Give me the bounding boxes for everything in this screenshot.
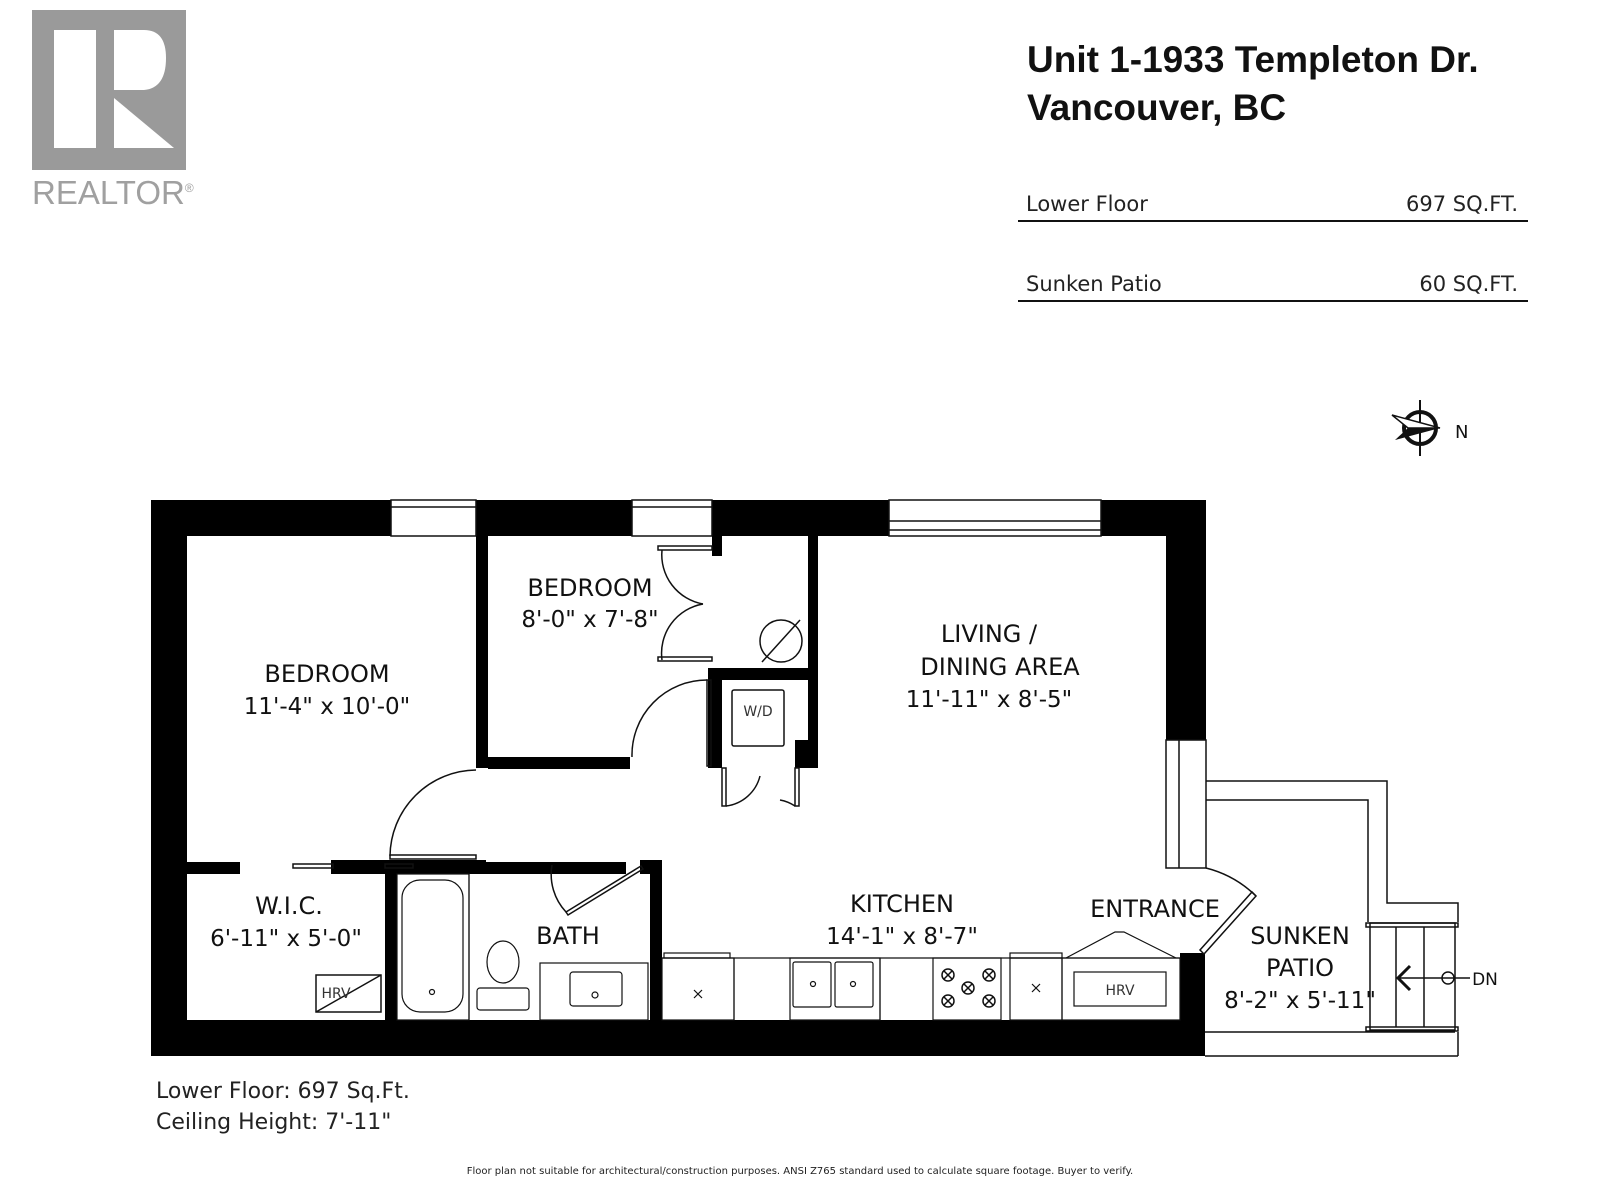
kitchen-dims: 14'-1" x 8'-7": [826, 924, 978, 950]
disclaimer-text: Floor plan not suitable for architectura…: [466, 1166, 1134, 1177]
area-row-sunken-patio: Sunken Patio 60 SQ.FT.: [1018, 260, 1528, 302]
doors: [292, 545, 1258, 956]
bathtub-icon: [396, 873, 470, 1021]
living-name-line2: DINING AREA: [920, 653, 1080, 681]
logo-text: REALTOR: [32, 174, 185, 211]
area-row-lower-floor: Lower Floor 697 SQ.FT.: [1018, 180, 1528, 222]
area-value: 697 SQ.FT.: [1405, 192, 1518, 216]
living-name-line1: LIVING /: [941, 620, 1038, 648]
kitchen-name: KITCHEN: [850, 890, 954, 918]
patio-walls: [1205, 780, 1459, 1057]
washer-dryer-icon: [731, 689, 785, 747]
living-dims: 11'-11" x 8'-5": [906, 687, 1072, 713]
hrv-label-kitchen: HRV: [1105, 983, 1134, 999]
ceiling-height-note: Ceiling Height: 7'-11": [156, 1110, 392, 1135]
washer-dryer-label: W/D: [743, 704, 772, 720]
address-line-2: Vancouver, BC: [1027, 87, 1287, 128]
entrance-name: ENTRANCE: [1090, 895, 1220, 923]
hrv-unit-icon: [315, 974, 382, 1013]
area-value: 60 SQ.FT.: [1419, 272, 1518, 296]
floor-notes: Lower Floor: 697 Sq.Ft. Ceiling Height: …: [156, 1076, 410, 1138]
kitchen-counter: [661, 931, 1181, 1021]
windows: [390, 499, 1207, 869]
address-line-1: Unit 1-1933 Templeton Dr.: [1027, 39, 1479, 80]
stove-burners-icon: [941, 968, 996, 1008]
property-address: Unit 1-1933 Templeton Dr. Vancouver, BC: [1027, 36, 1479, 132]
north-label: N: [1455, 422, 1468, 443]
area-label: Sunken Patio: [1026, 272, 1162, 296]
interior-walls: [187, 536, 818, 1020]
floor-area-note: Lower Floor: 697 Sq.Ft.: [156, 1079, 410, 1104]
registered-mark: ®: [184, 181, 194, 195]
bedroom-second-dims: 8'-0" x 7'-8": [521, 607, 658, 633]
water-heater-icon: [759, 619, 803, 663]
bedroom-main-name: BEDROOM: [264, 660, 389, 688]
bedroom-second-name: BEDROOM: [527, 574, 652, 602]
bath-name: BATH: [536, 922, 600, 950]
realtor-r-icon: [32, 10, 186, 170]
hrv-label-wic: HRV: [321, 986, 350, 1002]
stairs-down: [1365, 922, 1470, 1032]
patio-name-line1: SUNKEN: [1250, 922, 1350, 950]
north-arrow-icon: N: [1391, 400, 1468, 456]
stairs-down-label: DN: [1472, 970, 1498, 990]
patio-name-line2: PATIO: [1266, 954, 1334, 982]
area-summary-table: Lower Floor 697 SQ.FT. Sunken Patio 60 S…: [1018, 180, 1528, 340]
bedroom-main-dims: 11'-4" x 10'-0": [244, 694, 410, 720]
wic-dims: 6'-11" x 5'-0": [210, 926, 362, 952]
bathroom-sink-icon: [539, 962, 649, 1021]
wic-name: W.I.C.: [255, 892, 323, 920]
patio-dims: 8'-2" x 5'-11": [1224, 988, 1376, 1014]
area-label: Lower Floor: [1026, 192, 1148, 216]
toilet-icon: [468, 874, 530, 1020]
refrigerator-icon: [661, 957, 735, 1021]
exterior-walls: [151, 500, 1206, 1056]
